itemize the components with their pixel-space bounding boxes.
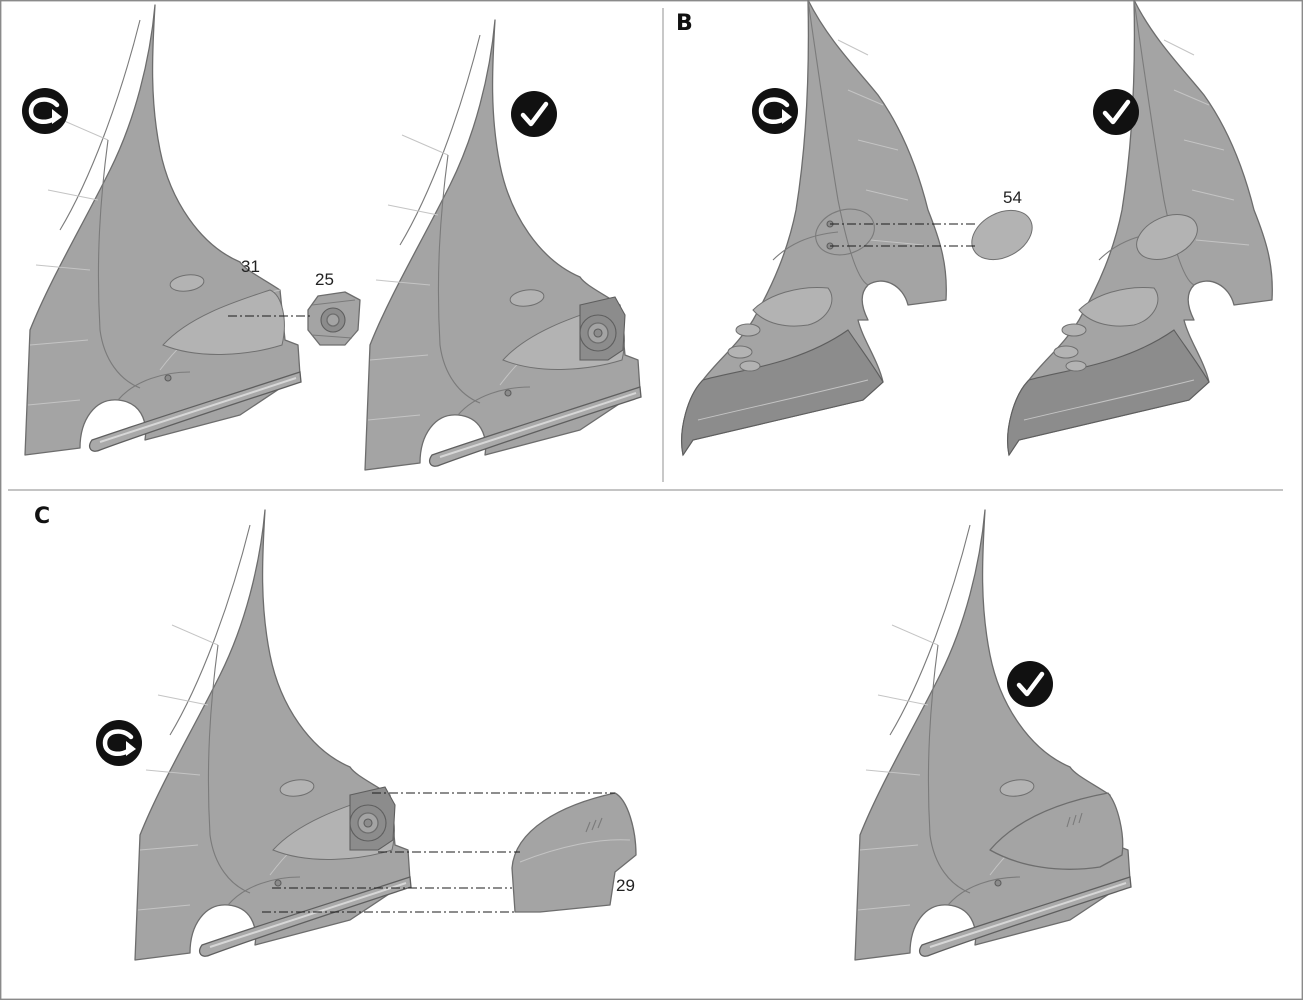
checkmark-icon [1007,661,1053,707]
rotate-arrow-icon [96,720,142,766]
fin-part-b-before [682,0,947,455]
callout-31: 31 [241,257,260,276]
panel-b: 54 [682,0,1273,455]
fin-part-c-before [135,510,411,960]
fin-part-c-after [855,510,1131,960]
part-54-oval-plate [963,201,1040,270]
fin-part-after [365,20,641,470]
checkmark-icon [511,91,557,137]
fin-part-b-after [1008,0,1273,455]
checkmark-icon [1093,89,1139,135]
panel-c: 29 [96,510,1131,960]
callout-54: 54 [1003,188,1022,207]
callout-29: 29 [616,876,635,895]
part-25-bushing [308,292,360,345]
fin-part-before [25,5,301,455]
rotate-arrow-icon [752,88,798,134]
panel-b-letter: B [676,11,693,36]
callout-25: 25 [315,270,334,289]
panel-c-letter: C [34,504,50,529]
panel-a: 31 25 [22,5,641,470]
rotate-arrow-icon [22,88,68,134]
